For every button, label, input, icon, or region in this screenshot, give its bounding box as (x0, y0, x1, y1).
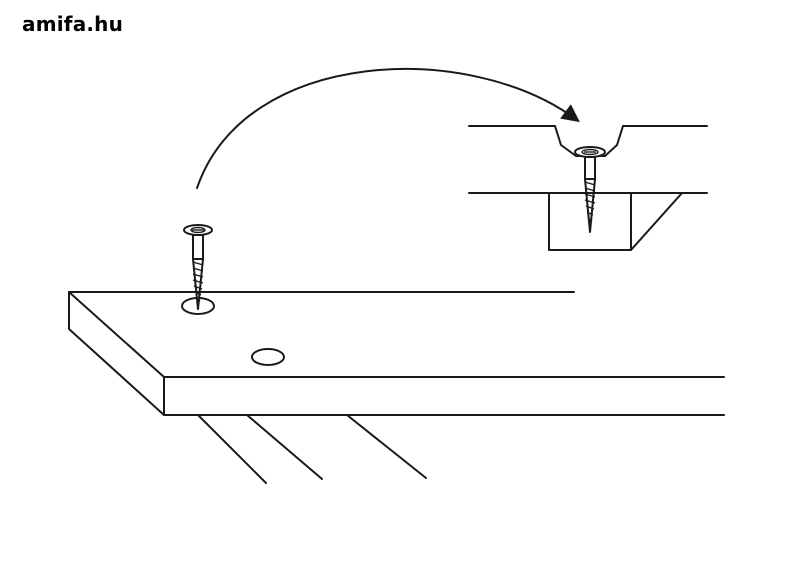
support-line-2 (246, 414, 323, 480)
arrow-icon (196, 68, 580, 189)
dowel-hole (251, 348, 285, 366)
brand-label: amifa.hu (22, 12, 124, 36)
support-line-3 (346, 414, 427, 479)
support-line-1 (197, 414, 267, 484)
screw-icon (183, 224, 213, 310)
detail-bevel (630, 192, 683, 251)
board-top-edge (68, 291, 725, 378)
board-left-face (68, 291, 165, 416)
detail-block (548, 192, 632, 251)
screw-hole (181, 297, 215, 315)
screw-icon (574, 146, 606, 233)
